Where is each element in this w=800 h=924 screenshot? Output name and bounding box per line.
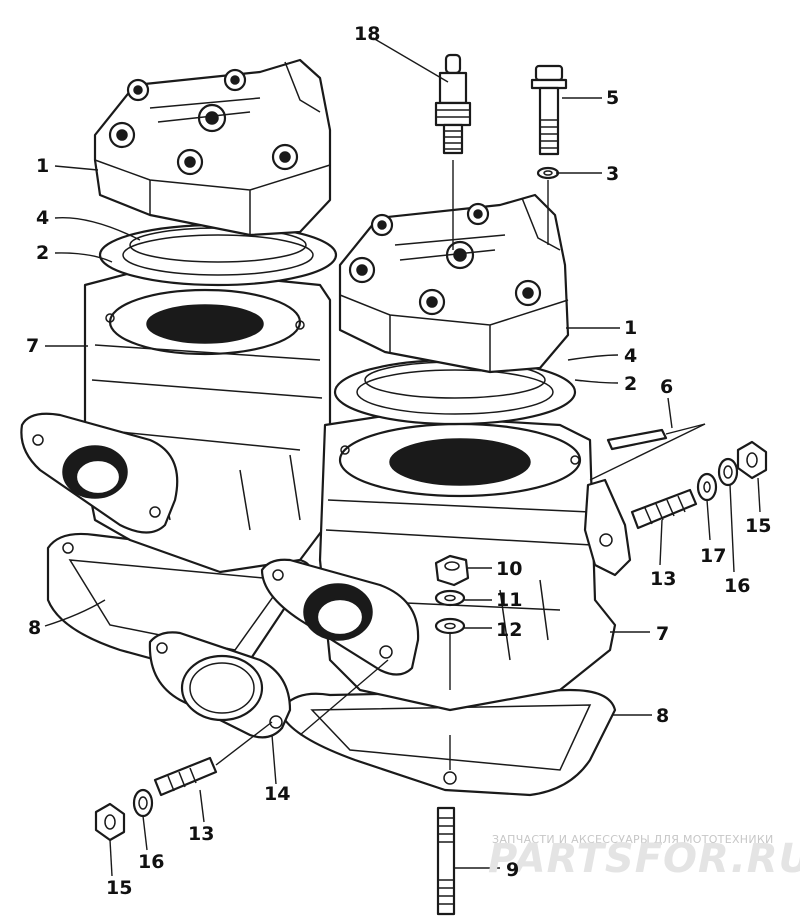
callout-10: 10 <box>496 558 522 580</box>
lockwasher-16-left <box>132 788 154 818</box>
callout-6: 6 <box>660 376 673 398</box>
callout-18: 18 <box>354 23 380 45</box>
callout-1-right: 1 <box>624 317 637 339</box>
callout-15-left: 15 <box>106 877 132 899</box>
nut-10 <box>434 554 470 587</box>
head-gasket-left <box>98 223 338 287</box>
leader-lines <box>44 37 761 877</box>
nut-15-left <box>94 802 126 842</box>
callout-16-left: 16 <box>138 851 164 873</box>
callout-2-left: 2 <box>36 242 49 264</box>
callout-8-left: 8 <box>28 617 41 639</box>
washer-3 <box>536 166 560 180</box>
spark-plug <box>434 53 472 155</box>
callout-5: 5 <box>606 87 619 109</box>
callout-8-right: 8 <box>656 705 669 727</box>
callout-9: 9 <box>506 859 519 881</box>
callout-4-right: 4 <box>624 345 637 367</box>
callout-3: 3 <box>606 163 619 185</box>
callout-16-right: 16 <box>724 575 750 597</box>
bolt-5 <box>530 64 568 156</box>
callout-15-right: 15 <box>745 515 771 537</box>
washer-11 <box>434 589 466 607</box>
stud-9 <box>436 806 456 916</box>
watermark-site: PARTSFOR.RU <box>488 836 800 882</box>
stud-13-left <box>153 756 218 797</box>
callout-4-left: 4 <box>36 207 49 229</box>
callout-7-right: 7 <box>656 623 669 645</box>
washer-17 <box>696 472 718 502</box>
callout-12: 12 <box>496 619 522 641</box>
stud-13-right <box>630 488 698 530</box>
cylinder-left-bore <box>146 304 264 344</box>
callout-7-left: 7 <box>26 335 39 357</box>
callout-14: 14 <box>264 783 290 805</box>
dowel-pin <box>589 423 706 481</box>
cylinder-head-left <box>93 58 332 237</box>
callout-17: 17 <box>700 545 726 567</box>
callout-13-left: 13 <box>188 823 214 845</box>
nut-15-right <box>736 440 768 480</box>
callout-13-right: 13 <box>650 568 676 590</box>
cylinder-right-boss <box>583 478 632 577</box>
lockwasher-16-right <box>717 457 739 487</box>
watermark-caption: ЗАПЧАСТИ И АКСЕССУАРЫ ДЛЯ МОТОТЕХНИКИ <box>492 833 774 846</box>
callout-2-right: 2 <box>624 373 637 395</box>
washer-12 <box>434 617 466 635</box>
callout-1-left: 1 <box>36 155 49 177</box>
cylinder-right-bore <box>389 438 531 486</box>
callout-11: 11 <box>496 589 522 611</box>
